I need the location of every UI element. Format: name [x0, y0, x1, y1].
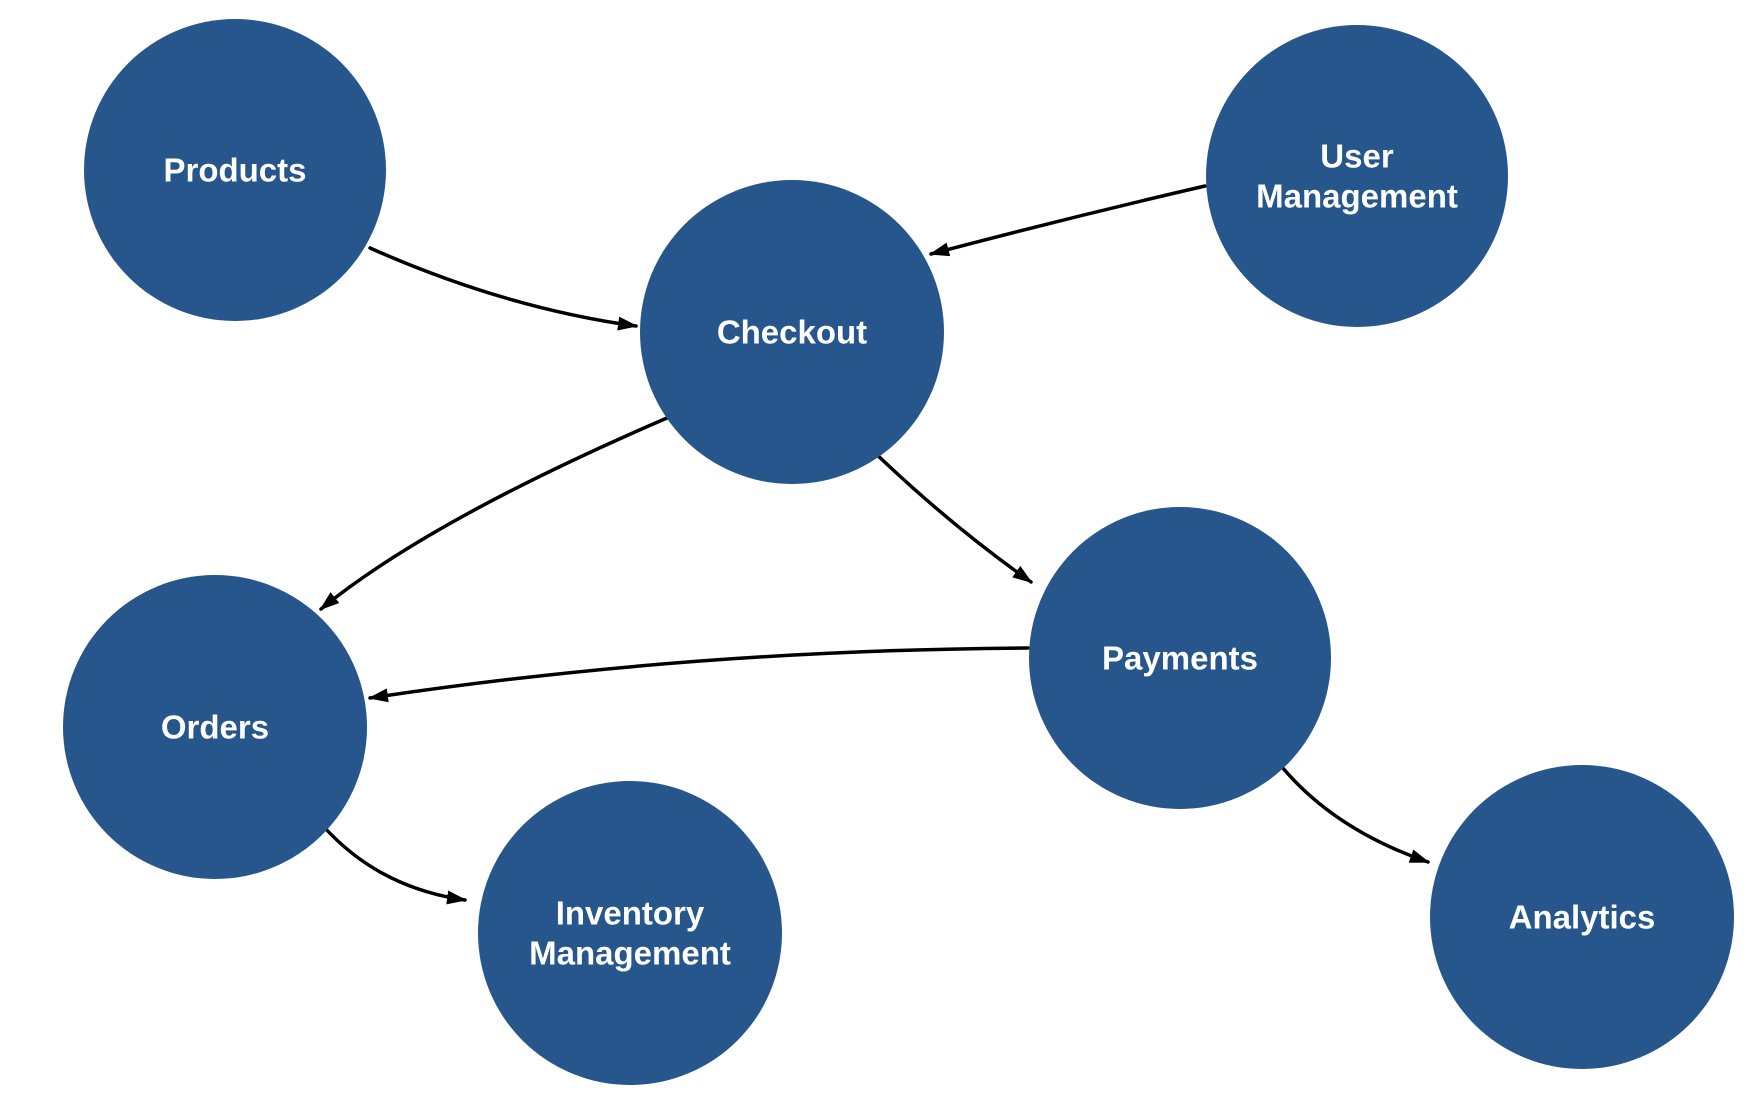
node-label-line-user-management-1: Management — [1256, 178, 1458, 215]
node-label-line-inventory-management-0: Inventory — [556, 895, 705, 932]
node-label-products: Products — [163, 152, 306, 189]
edge-checkout-to-orders — [319, 416, 669, 611]
edge-payments-to-analytics — [1280, 765, 1430, 864]
edge-payments-to-orders — [368, 646, 1030, 703]
node-circle-analytics — [1430, 765, 1734, 1069]
node-label-line-inventory-management-1: Management — [529, 935, 731, 972]
node-circle-payments — [1029, 507, 1331, 809]
node-circle-inventory-management — [478, 781, 782, 1085]
node-payments: Payments — [1029, 507, 1331, 809]
edge-products-to-checkout — [368, 246, 638, 331]
edge-orders-to-inventory-management — [323, 826, 467, 905]
node-circle-checkout — [640, 180, 944, 484]
node-circle-products — [84, 19, 386, 321]
node-label-line-analytics-0: Analytics — [1509, 899, 1656, 936]
node-label-line-products-0: Products — [163, 152, 306, 189]
node-products: Products — [84, 19, 386, 321]
node-label-orders: Orders — [161, 709, 269, 746]
node-checkout: Checkout — [640, 180, 944, 484]
node-label-line-checkout-0: Checkout — [717, 314, 867, 351]
node-circle-orders — [63, 575, 367, 879]
node-orders: Orders — [63, 575, 367, 879]
node-label-line-payments-0: Payments — [1102, 640, 1258, 677]
edge-checkout-to-payments — [870, 448, 1033, 584]
node-label-analytics: Analytics — [1509, 899, 1656, 936]
node-label-line-user-management-0: User — [1320, 138, 1394, 175]
node-label-line-orders-0: Orders — [161, 709, 269, 746]
edges-layer — [319, 184, 1430, 905]
node-circle-user-management — [1206, 25, 1508, 327]
node-label-payments: Payments — [1102, 640, 1258, 677]
node-analytics: Analytics — [1430, 765, 1734, 1069]
edge-user-management-to-checkout — [929, 184, 1207, 257]
node-label-checkout: Checkout — [717, 314, 867, 351]
